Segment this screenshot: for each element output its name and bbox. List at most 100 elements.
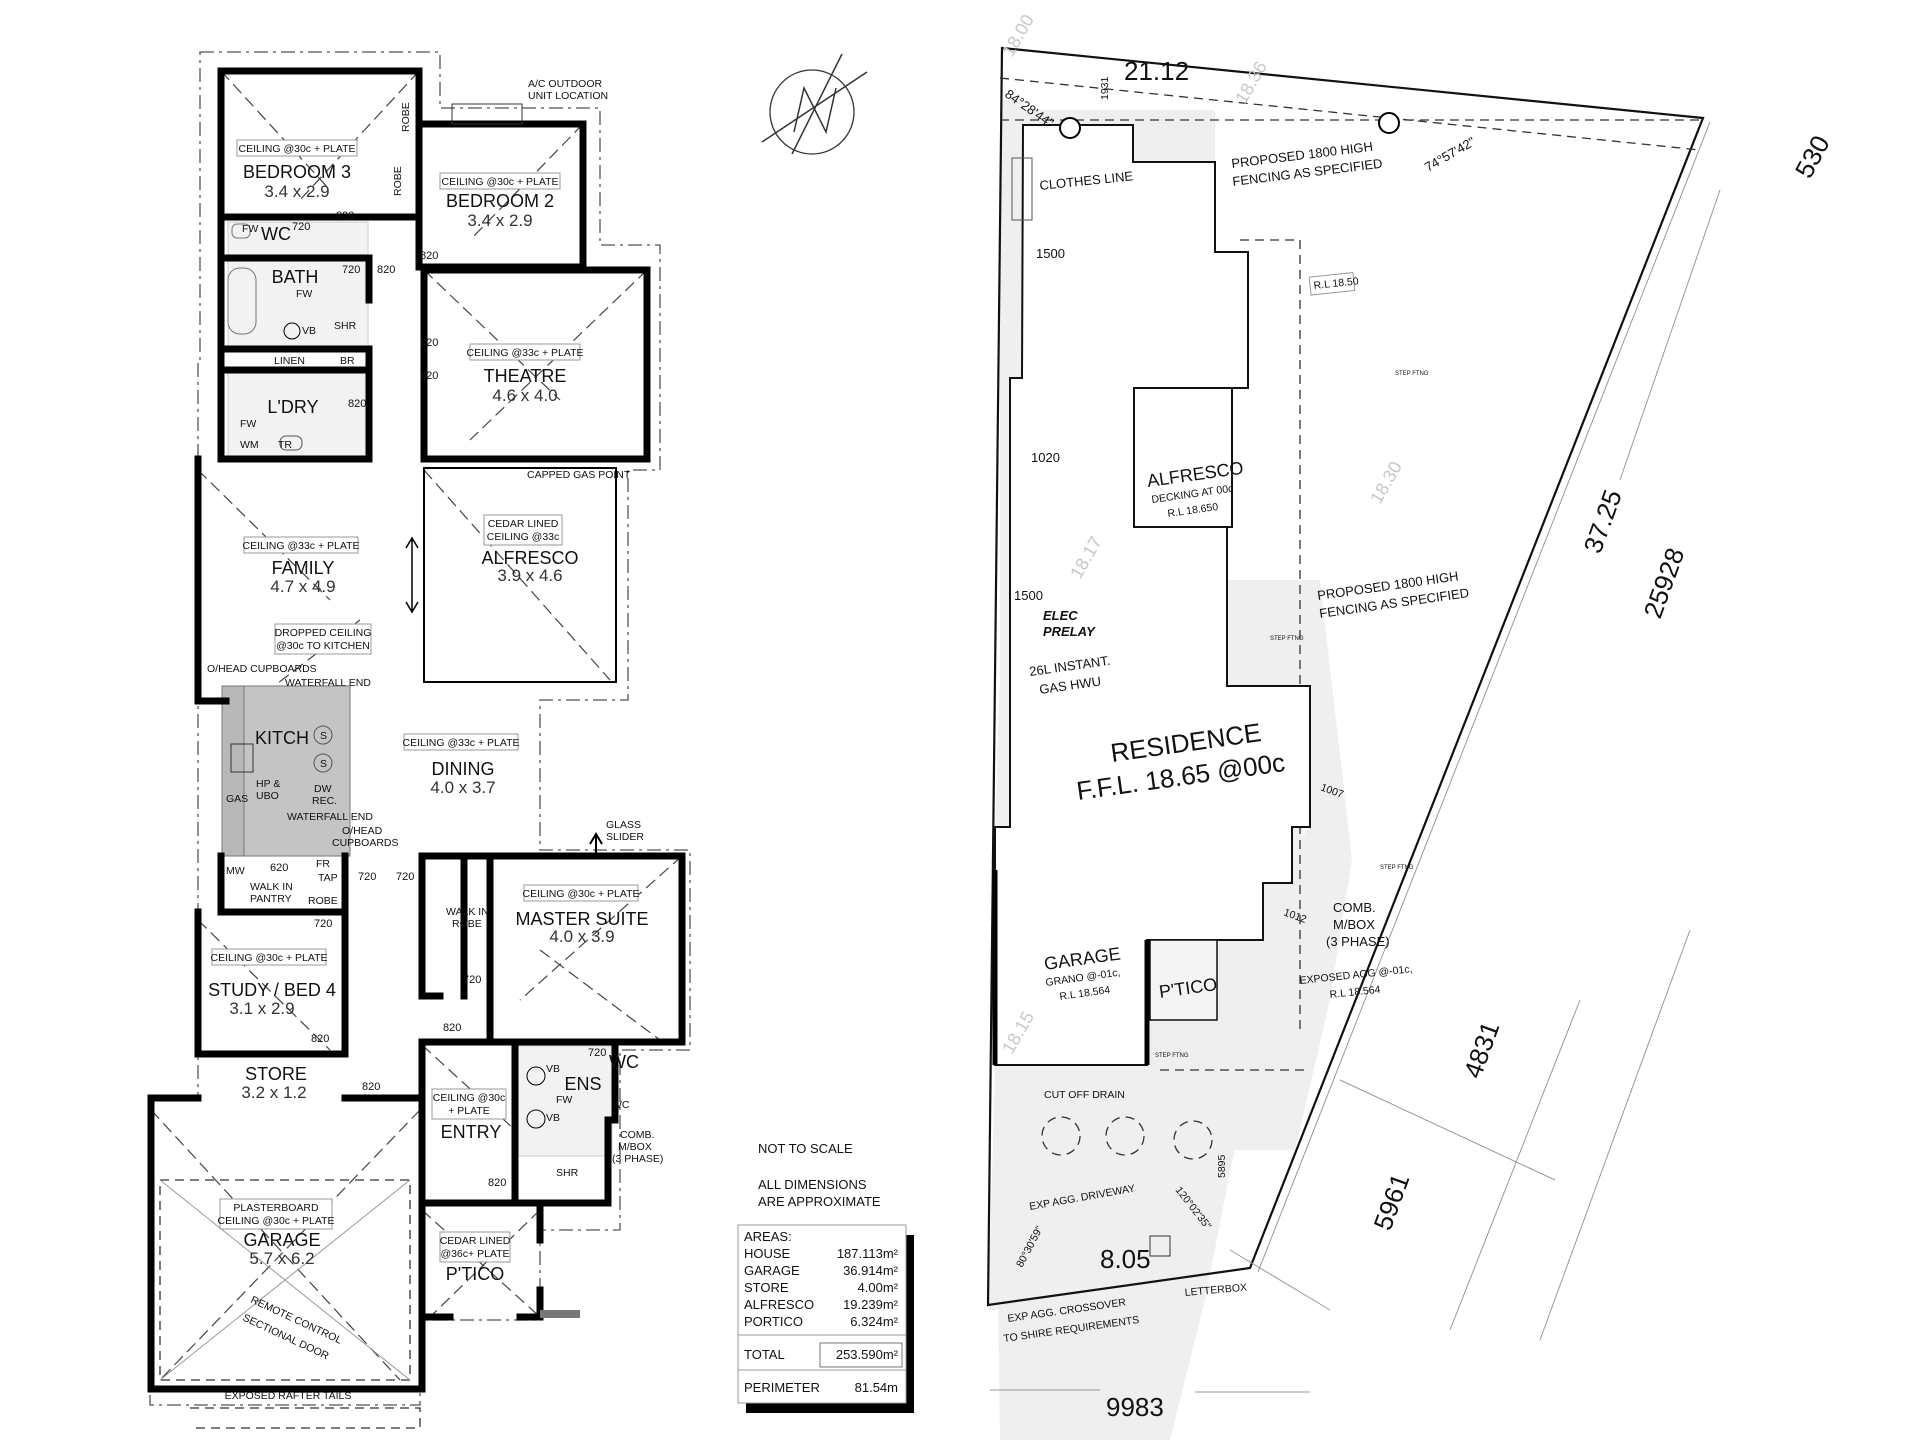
- clothes-line-icon: [1011, 157, 1033, 221]
- door-width: 820: [336, 210, 354, 222]
- ac-unit-icon: [451, 103, 523, 125]
- residence-outline: [994, 124, 1311, 1066]
- basin-icon: [526, 1109, 546, 1129]
- area-label: ALFRESCO: [744, 1297, 814, 1312]
- ceiling-label: CEDAR LINED: [440, 1235, 511, 1247]
- dimension-label: 1931: [1099, 76, 1111, 100]
- door-width: 820: [420, 370, 438, 382]
- site-portico: [1149, 939, 1218, 1021]
- room-size: 4.0 x 3.7: [430, 778, 495, 797]
- slider-arrow-icon: [589, 832, 603, 858]
- room-name: STUDY / BED 4: [208, 980, 336, 1000]
- ceiling-labels: CEILING @30c + PLATE CEILING @30c + PLAT…: [211, 139, 639, 1263]
- ceiling-label: CEILING @33c + PLATE: [467, 347, 584, 359]
- area-value: 19.239m²: [843, 1297, 899, 1312]
- room-name: WC: [261, 224, 291, 244]
- ceiling-label: CEILING @30c + PLATE: [218, 1215, 335, 1227]
- mbox-label: M/BOX: [618, 1141, 652, 1153]
- contour-label: 18.00: [998, 11, 1038, 60]
- letterbox-label: LETTERBOX: [1184, 1282, 1247, 1299]
- area-label: HOUSE: [744, 1246, 791, 1261]
- ceiling-label: CEILING @33c + PLATE: [403, 737, 520, 749]
- door-width: 720: [314, 918, 332, 930]
- fence-lines: [999, 77, 1701, 1071]
- sink-icon: [313, 725, 333, 745]
- boundary-length-bottom: 8.05: [1100, 1244, 1151, 1274]
- room-name: L'DRY: [267, 397, 318, 417]
- area-value: 4.00m²: [858, 1280, 899, 1295]
- area-label: STORE: [744, 1280, 789, 1295]
- room-size: 5.7 x 6.2: [249, 1249, 314, 1268]
- letterbox-icon: [1149, 1235, 1171, 1257]
- contour-label: 18.36: [1231, 58, 1271, 107]
- perimeter-label: PERIMETER: [744, 1380, 820, 1395]
- ceiling-label: @36c+ PLATE: [440, 1248, 509, 1260]
- fw-label: FW: [242, 223, 258, 235]
- ceiling-label: CEDAR LINED: [488, 518, 559, 530]
- vanity-basin-label: VB: [546, 1112, 560, 1124]
- room-name: ENTRY: [441, 1122, 502, 1142]
- room-size: 4.7 x 4.9: [270, 577, 335, 596]
- room-name: MASTER SUITE: [515, 909, 648, 929]
- crossover-area: [1000, 1300, 1205, 1440]
- fw-label: FW: [556, 1094, 572, 1106]
- dropped-ceiling-label: @30c TO KITCHEN: [276, 640, 370, 652]
- washing-machine-label: WM: [240, 439, 259, 451]
- pantry-label: PANTRY: [250, 893, 292, 905]
- ceiling-label: CEILING @33c: [487, 531, 560, 543]
- driveway-area: [988, 1070, 1250, 1310]
- room-name: ALFRESCO: [481, 548, 578, 568]
- room-name: FAMILY: [272, 558, 335, 578]
- approx-note: ALL DIMENSIONS: [758, 1177, 867, 1192]
- room-labels: BEDROOM 3 3.4 x 2.9 BEDROOM 2 3.4 x 2.9 …: [208, 162, 648, 1284]
- step-footing-label: STEP FTNG: [1380, 865, 1414, 871]
- ohead-cupboards-label: O/HEAD CUPBOARDS: [207, 663, 317, 675]
- dropped-ceiling-label: DROPPED CEILING: [275, 627, 372, 639]
- room-name: ENS: [564, 1074, 601, 1094]
- contour-label: 18.30: [1366, 458, 1406, 507]
- ceiling-label: CEILING @30c + PLATE: [239, 143, 356, 155]
- ac-label: UNIT LOCATION: [528, 90, 608, 102]
- robe-label: ROBE: [308, 895, 338, 907]
- elec-prelay-label: PRELAY: [1043, 624, 1096, 639]
- survey-point-icon: [1059, 117, 1081, 139]
- site-plan: 18.00 18.36 18.17 18.15 18.30 21.12 84°2…: [986, 11, 1836, 1440]
- vanity-basin-label: VB: [302, 325, 316, 337]
- door-width: 820: [443, 1022, 461, 1034]
- bathtub-icon: [227, 267, 257, 335]
- mbox-label: COMB.: [620, 1129, 654, 1141]
- step-footing-label: STEP FTNG: [1395, 371, 1429, 377]
- mbox-label: M/BOX: [1333, 917, 1375, 932]
- area-value: 187.113m²: [837, 1246, 899, 1261]
- dishwasher-label: REC.: [312, 795, 337, 807]
- dishwasher-label: DW: [314, 783, 332, 795]
- elec-prelay-label: ELEC: [1043, 608, 1078, 623]
- approx-note: ARE APPROXIMATE: [758, 1194, 881, 1209]
- door-width: 820: [348, 398, 366, 410]
- tree-icons: [1041, 1116, 1213, 1160]
- dimension-label: 25928: [1637, 544, 1690, 622]
- door-width: 720: [342, 264, 360, 276]
- floor-plan: CEILING @30c + PLATE CEILING @30c + PLAT…: [147, 51, 691, 1429]
- fw-label: FW: [240, 418, 256, 430]
- total-label: TOTAL: [744, 1347, 785, 1362]
- dimension-label: 5961: [1367, 1169, 1415, 1234]
- door-width: 620: [270, 862, 288, 874]
- ensuite-tiles: [517, 1045, 613, 1157]
- room-size: 3.9 x 4.6: [497, 566, 562, 585]
- areas-heading: AREAS:: [744, 1229, 792, 1244]
- room-name: BEDROOM 3: [243, 162, 351, 182]
- room-name: GARAGE: [243, 1230, 320, 1250]
- exposed-agg-label: R.L 18.564: [1329, 984, 1381, 1001]
- rafter-tails: [190, 1407, 421, 1429]
- door-widths: 820 720 720 820 820 820 820 820 620 720 …: [270, 210, 606, 1189]
- basin-icon: [526, 1066, 546, 1086]
- door-width: 820: [362, 1081, 380, 1093]
- walls: [147, 67, 686, 1393]
- door-width: 720: [463, 974, 481, 986]
- room-size: 4.0 x 3.9: [549, 927, 614, 946]
- rl-label: R.L 18.50: [1313, 275, 1359, 292]
- door-width: 720: [588, 1047, 606, 1059]
- not-to-scale-note: NOT TO SCALE: [758, 1141, 853, 1156]
- basin-icon: [283, 322, 301, 340]
